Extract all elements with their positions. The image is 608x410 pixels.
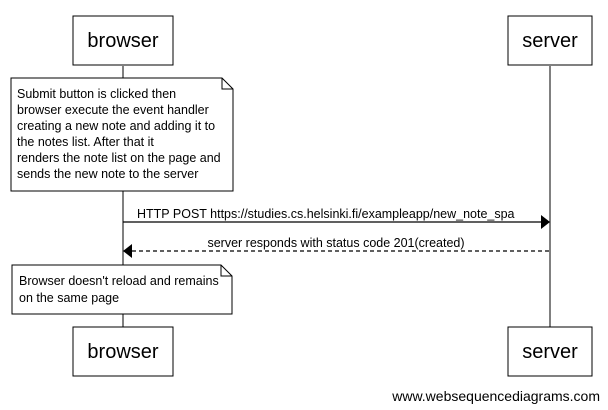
message-http-post-label: HTTP POST https://studies.cs.helsinki.fi… [137, 207, 515, 221]
note-no-reload-line-1: Browser doesn't reload and remains [19, 274, 219, 288]
server-actor-bottom-label: server [522, 341, 578, 363]
message-http-post: HTTP POST https://studies.cs.helsinki.fi… [123, 207, 550, 229]
message-response-label: server responds with status code 201(cre… [207, 236, 464, 250]
message-http-post-arrowhead [541, 215, 550, 229]
note-event-handler-line-3: creating a new note and adding it to [17, 119, 215, 133]
note-no-reload: Browser doesn't reload and remains on th… [11, 264, 233, 315]
watermark-link[interactable]: www.websequencediagrams.com [392, 388, 600, 404]
note-no-reload-line-2: on the same page [19, 291, 119, 305]
server-actor-top-label: server [522, 30, 578, 52]
message-response: server responds with status code 201(cre… [123, 236, 550, 258]
browser-actor-top: browser [72, 15, 174, 66]
note-event-handler-line-2: browser execute the event handler [17, 103, 209, 117]
note-event-handler-line-1: Submit button is clicked then [17, 87, 176, 101]
browser-actor-top-label: browser [87, 30, 158, 52]
note-event-handler-line-6: sends the new note to the server [17, 167, 198, 181]
server-actor-bottom: server [507, 326, 593, 377]
server-actor-top: server [507, 15, 593, 66]
message-response-arrowhead [123, 244, 132, 258]
browser-actor-bottom: browser [72, 326, 174, 377]
note-event-handler-line-5: renders the note list on the page and [17, 151, 221, 165]
note-event-handler: Submit button is clicked then browser ex… [10, 77, 234, 192]
browser-actor-bottom-label: browser [87, 341, 158, 363]
note-event-handler-line-4: the notes list. After that it [17, 135, 154, 149]
